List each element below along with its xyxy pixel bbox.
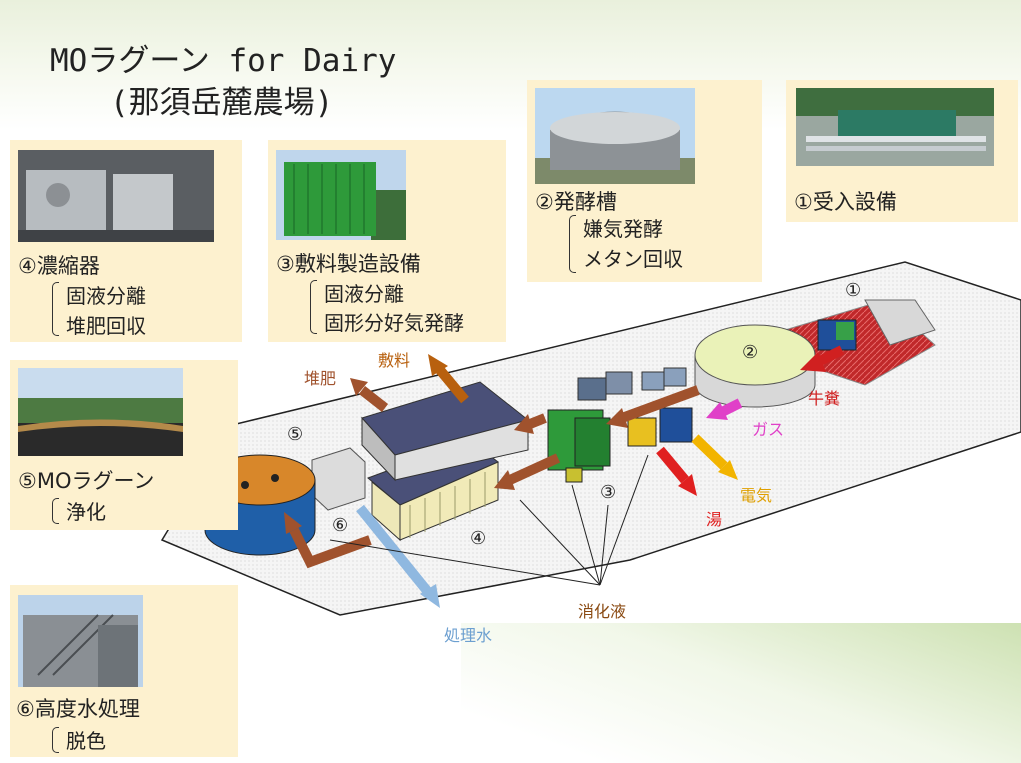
flow-label-digestate: 消化液 (578, 602, 627, 621)
background-bottom-right (461, 623, 1021, 763)
concentrator-photo-image (18, 150, 214, 242)
card-advanced-water: ⑥高度水処理 脱色 (10, 585, 238, 757)
page-title: MOラグーン for Dairy (那須岳麓農場) (50, 40, 396, 124)
card-receiving: ①受入設備 (786, 80, 1018, 222)
sheds (577, 367, 687, 401)
bedding-item-1: 固液分離 (324, 282, 404, 306)
flow-arrows (284, 345, 845, 608)
hot-water-arrow (656, 446, 689, 484)
fermentation-photo-image (535, 88, 695, 184)
flow-label-electricity: 電気 (740, 486, 773, 505)
advanced-water-brace (52, 727, 59, 753)
electricity-arrow (691, 434, 728, 470)
bedding-photo-image (276, 150, 406, 240)
concentrator-item-2: 堆肥回収 (66, 314, 146, 338)
generator (627, 407, 693, 447)
flow-label-bedding: 敷料 (378, 351, 411, 370)
lagoon-brace (52, 498, 59, 524)
pump-house (311, 447, 366, 511)
lagoon-photo (18, 368, 183, 456)
marker-2: ② (742, 342, 759, 363)
bedding-building (361, 381, 530, 482)
treated-water-arrow (356, 504, 432, 596)
concentrator-item-1: 固液分離 (66, 284, 146, 308)
marker-6: ⑥ (332, 515, 349, 536)
fermentation-photo (535, 88, 695, 184)
card-concentrator: ④濃縮器 固液分離 堆肥回収 (10, 140, 242, 342)
receiving-label: ①受入設備 (794, 190, 897, 214)
gas-arrow (719, 398, 743, 417)
concentrator-label: ④濃縮器 (18, 254, 100, 278)
concentrator-brace (52, 282, 59, 336)
digestate-lines (329, 454, 649, 586)
fermentation-label: ②発酵槽 (535, 190, 617, 214)
receiving-photo-image (796, 88, 994, 166)
card-lagoon: ⑤MOラグーン 浄化 (10, 360, 238, 530)
marker-1: ① (845, 280, 862, 301)
title-line2: (那須岳麓農場) (110, 85, 334, 121)
flow-label-treated-water: 処理水 (444, 626, 493, 645)
lagoon-item-1: 浄化 (66, 500, 106, 524)
lagoon-label: ⑤MOラグーン (18, 469, 155, 493)
lagoon-photo-image (18, 368, 183, 456)
flow-label-manure: 牛糞 (808, 389, 841, 408)
fermentation-item-1: 嫌気発酵 (583, 217, 663, 241)
advanced-water-photo (18, 595, 143, 687)
bedding-item-2: 固形分好気発酵 (324, 311, 464, 335)
marker-4: ④ (470, 528, 487, 549)
fermentation-item-2: メタン回収 (583, 247, 683, 271)
card-fermentation: ②発酵槽 嫌気発酵 メタン回収 (527, 80, 762, 282)
flow-label-compost: 堆肥 (304, 369, 337, 388)
title-line1: MOラグーン for Dairy (50, 43, 397, 79)
advanced-water-photo-image (18, 595, 143, 687)
compost-arrow (358, 386, 389, 412)
manure-arrow (815, 345, 845, 367)
receiving-ramp (864, 299, 936, 346)
flow-label-gas: ガス (752, 420, 785, 439)
bedding-brace (310, 280, 317, 334)
advanced-water-item-1: 脱色 (66, 729, 106, 753)
card-bedding: ③敷料製造設備 固液分離 固形分好気発酵 (268, 140, 506, 342)
bedding-label: ③敷料製造設備 (276, 252, 421, 276)
receiving-photo (796, 88, 994, 166)
marker-5: ⑤ (287, 424, 304, 445)
bedding-arrow (436, 366, 469, 404)
fermentation-brace (569, 215, 576, 273)
concentrator-photo (18, 150, 214, 242)
bedding-photo (276, 150, 406, 240)
flow-label-hot-water: 湯 (706, 510, 723, 529)
advanced-water-label: ⑥高度水処理 (16, 697, 140, 721)
marker-3: ③ (600, 482, 617, 503)
